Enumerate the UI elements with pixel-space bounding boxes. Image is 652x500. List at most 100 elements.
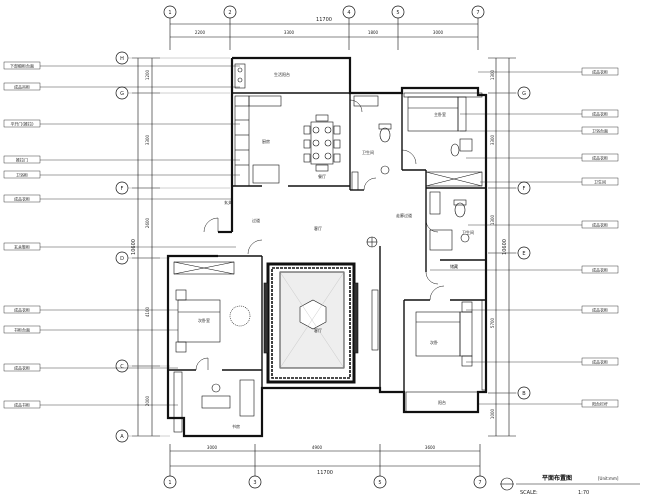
left-callout: 成品吊柜 (3, 82, 240, 91)
axis-top-2-label: 2 (228, 10, 231, 16)
axis-top-1-label: 1 (168, 10, 171, 16)
left-callout: 成品书柜 (3, 400, 178, 409)
axis-top-7-label: 7 (476, 10, 479, 16)
right-dim-segment: 1300 (490, 214, 495, 225)
axis-left-F: F (115, 181, 129, 195)
room-living-center: 客厅 (314, 327, 322, 333)
right-callout-label: 卫生间 (594, 179, 606, 185)
left-callout: 成品衣柜 (3, 363, 178, 372)
left-dim-segment: 4100 (145, 306, 150, 317)
axis-top-1: 1 (163, 5, 177, 19)
left-callout-label: 成品衣柜 (14, 196, 30, 202)
scale-value: 1:70 (578, 490, 589, 496)
top-dimension (169, 14, 479, 50)
axis-left-D-label: D (120, 256, 124, 262)
left-callout-label: 成品吊柜 (14, 84, 30, 90)
axis-bottom-7: 7 (473, 475, 487, 489)
left-callout-label: 平开门(推拉) (10, 121, 34, 127)
title-block (500, 477, 640, 491)
room-master-bed: 主卧室 (434, 111, 446, 117)
axis-lines (126, 57, 522, 437)
room-kitchen: 厨房 (262, 138, 270, 144)
left-callout: 成品衣柜 (3, 305, 178, 314)
axis-bottom-3: 3 (248, 475, 262, 489)
right-callout-label: 成品衣柜 (592, 69, 608, 75)
axis-right-E: E (517, 246, 531, 260)
plan-unit-note: [Unit:mm] (598, 476, 619, 481)
dining-table (303, 114, 341, 172)
right-total-dim: 10600 (502, 239, 508, 255)
right-callout-label: 成品衣柜 (592, 155, 608, 161)
axis-left-H: H (115, 51, 129, 65)
right-callout: 卫生间 (480, 177, 619, 186)
room-bedroom2: 次卧 (430, 339, 438, 345)
plant-icon (366, 236, 378, 248)
axis-left-H-label: H (120, 56, 124, 62)
right-callout: 成品衣柜 (468, 220, 619, 229)
room-storage: 储藏 (450, 263, 458, 269)
right-callout-label: 成品衣柜 (592, 307, 608, 313)
axis-left-C: C (115, 359, 129, 373)
top-dim-segment: 3000 (433, 30, 444, 35)
right-callout-label: 卫浴台面 (592, 128, 608, 134)
room-balcony-top: 生活阳台 (274, 71, 290, 77)
left-callouts: 下部橱柜台面成品吊柜平开门(推拉)推拉门卫浴柜成品衣柜玄关鞋柜成品衣柜书柜台面成… (3, 61, 240, 409)
right-dim-segment: 5700 (490, 317, 495, 328)
axis-bottom-1: 1 (163, 475, 177, 489)
doors (195, 99, 445, 371)
bottom-dim-segment: 3000 (207, 445, 218, 450)
right-callout: 成品衣柜 (460, 109, 619, 118)
top-axis-markers: 1 2 4 5 7 (163, 5, 485, 19)
bottom-dimension (169, 444, 481, 476)
left-callout-label: 下部橱柜台面 (10, 63, 34, 69)
scale-label: SCALE: (520, 490, 538, 496)
left-callout-label: 书柜台面 (14, 327, 30, 333)
axis-top-4: 4 (342, 5, 356, 19)
right-callout-label: 成品衣柜 (592, 222, 608, 228)
right-callout-label: 阳台栏杆 (592, 401, 608, 407)
master-bed-furniture (403, 92, 483, 187)
left-callout-label: 成品衣柜 (14, 307, 30, 313)
left-dim-segment: 1200 (145, 69, 150, 80)
room-hallway: 过道 (252, 217, 260, 223)
axis-top-7: 7 (471, 5, 485, 19)
axis-right-G-label: G (522, 91, 526, 97)
right-callout: 卫浴台面 (460, 126, 619, 135)
left-callout: 书柜台面 (3, 325, 178, 334)
right-callout-label: 成品衣柜 (592, 359, 608, 365)
room-living: 客厅 (314, 225, 322, 231)
room-entrance: 玄关 (224, 199, 232, 205)
axis-right-E-label: E (522, 251, 525, 257)
top-dim-segment: 3300 (284, 30, 295, 35)
axis-top-5: 5 (391, 5, 405, 19)
room-bath1: 卫生间 (362, 149, 374, 155)
room-guest-bed: 次卧室 (198, 317, 210, 323)
bottom-dim-segment: 3600 (425, 445, 436, 450)
living-room-rug (263, 262, 359, 384)
bath2-fixtures (429, 191, 470, 251)
right-callout: 成品衣柜 (430, 265, 619, 274)
bottom-dim-segment: 4900 (312, 445, 323, 450)
right-dim-segment: 1000 (490, 408, 495, 419)
top-total-dim: 11700 (316, 17, 332, 23)
left-callout: 卫浴柜 (3, 170, 240, 179)
right-callout: 成品衣柜 (478, 67, 619, 76)
axis-left-D: D (115, 251, 129, 265)
axis-top-5-label: 5 (396, 10, 399, 16)
left-callout: 成品衣柜 (3, 194, 232, 203)
bottom-total-dim: 11700 (317, 470, 333, 476)
plan-title: 平面布置图 (542, 474, 572, 482)
guest-bed-furniture (173, 261, 251, 353)
axis-bottom-5-label: 5 (378, 480, 381, 486)
left-callout: 玄关鞋柜 (3, 242, 236, 251)
left-callout: 平开门(推拉) (3, 119, 240, 128)
left-callout: 下部橱柜台面 (3, 61, 240, 70)
axis-right-G: G (517, 86, 531, 100)
left-callout-label: 推拉门 (16, 157, 28, 163)
axis-bottom-5: 5 (373, 475, 387, 489)
axis-right-F: F (517, 181, 531, 195)
right-callout: 成品衣柜 (466, 153, 619, 162)
